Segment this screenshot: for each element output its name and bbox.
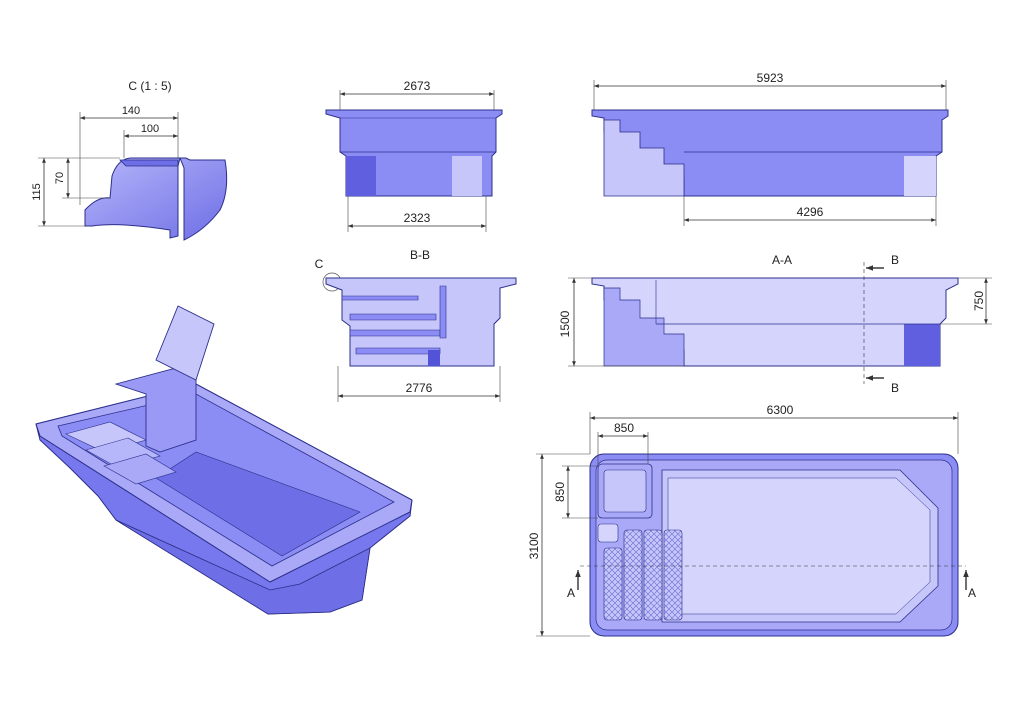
detail-c-title: C (1 : 5) — [128, 79, 171, 93]
section-bb-title: B-B — [410, 248, 430, 262]
front-view-end-panel — [904, 156, 936, 196]
detail-c-profile — [84, 157, 228, 241]
section-aa-dim-step: 750 — [972, 291, 986, 311]
side-view: 2673 2323 — [325, 79, 503, 232]
top-view-step-1 — [603, 547, 623, 621]
top-view: A A 6300 850 850 3100 — [527, 403, 976, 637]
top-view-step-2 — [623, 529, 643, 621]
section-bb-box-wall — [439, 285, 447, 339]
top-view-skimmer-inner — [603, 469, 647, 513]
iso-step-3 — [103, 453, 177, 485]
front-view-dim-bottom: 4296 — [797, 205, 824, 219]
iso-floor — [155, 451, 361, 557]
detail-c-callout-label: C — [315, 257, 324, 271]
section-aa-marker-b-top: B — [891, 253, 899, 267]
side-view-dim-bottom: 2323 — [404, 211, 431, 225]
section-aa-marker-b-bottom: B — [891, 381, 899, 395]
section-bb-step-1 — [341, 295, 419, 301]
section-bb-step-2 — [349, 313, 437, 321]
top-view-basin-inner — [667, 477, 931, 615]
top-view-small-box — [597, 523, 619, 543]
detail-c-dim-115: 115 — [31, 183, 43, 201]
front-view: 5923 4296 — [591, 71, 949, 226]
top-view-marker-a-right: A — [968, 586, 976, 600]
top-view-dim-length: 6300 — [767, 403, 794, 417]
detail-c-view: C (1 : 5) 140 100 115 70 — [31, 79, 228, 241]
section-aa-view: A-A B B 1500 750 — [558, 253, 992, 395]
section-bb-sump — [428, 350, 440, 366]
top-view-dim-width: 3100 — [527, 532, 541, 559]
section-aa-title: A-A — [772, 253, 792, 267]
section-aa-deep-end — [904, 324, 940, 366]
isometric-view — [35, 305, 413, 615]
iso-lower-tier — [115, 519, 371, 615]
detail-c-dim-70: 70 — [54, 172, 66, 184]
section-bb-dim-bottom: 2776 — [406, 381, 433, 395]
side-view-dim-top: 2673 — [404, 79, 431, 93]
section-bb-view: B-B C 2776 — [315, 248, 517, 402]
detail-c-dim-140: 140 — [122, 105, 140, 117]
top-view-marker-a-left: A — [567, 586, 575, 600]
top-view-dim-box-w: 850 — [614, 421, 634, 435]
section-aa-dim-height: 1500 — [558, 310, 572, 337]
front-view-steps — [603, 119, 685, 197]
side-view-step-panel — [346, 156, 376, 196]
top-view-step-4 — [663, 529, 683, 621]
detail-c-dim-100: 100 — [141, 123, 159, 135]
section-bb-step-3 — [349, 329, 441, 337]
front-view-dim-top: 5923 — [757, 71, 784, 85]
top-view-dim-box-h: 850 — [553, 482, 567, 502]
side-view-light-panel — [452, 156, 482, 196]
detail-c-lip — [119, 159, 179, 167]
section-bb-step-4 — [355, 347, 441, 355]
iso-skimmer-lid — [155, 305, 215, 381]
top-view-step-3 — [643, 529, 663, 621]
